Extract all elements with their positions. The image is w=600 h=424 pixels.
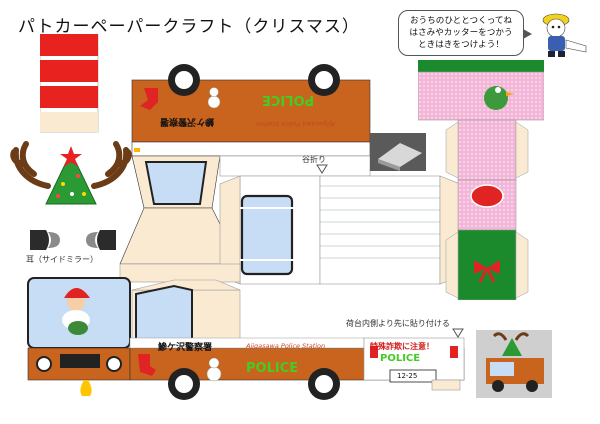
striped-chimney-part (40, 34, 99, 133)
police-word-rear: POLICE (380, 353, 421, 364)
bubble-line-3: ときはきをつけよう！ (418, 40, 504, 50)
finished-photo (476, 330, 552, 398)
mascot-police-icon (542, 13, 587, 57)
valley-fold-arrow-icon (316, 164, 328, 174)
car-net-drawing (27, 64, 465, 400)
attach-note: 荷台内側より先に貼り付ける (346, 319, 450, 328)
station-roman-top: Ajigasawa Police Station (256, 120, 336, 128)
police-word-bottom: POLICE (246, 361, 299, 376)
page-title: パトカーペーパークラフト（クリスマス） (18, 17, 360, 37)
ears-side-mirror-part (30, 230, 116, 250)
license-plate: 12-25 (397, 372, 418, 380)
station-roman-bottom: Ajigasawa Police Station (246, 342, 326, 350)
instruction-bubble: おうちのひととつくってね はさみやカッターをつかう ときはきをつけよう！ (398, 10, 532, 56)
antlers-tree-part (10, 141, 132, 205)
ears-caption: 耳（サイドミラー） (26, 255, 98, 264)
bubble-line-1: おうちのひととつくってね (409, 16, 513, 26)
police-word-top: POLICE (262, 92, 315, 107)
station-name-top: 鰺ケ沢警察署 (160, 116, 215, 126)
assembly-photo-gray (370, 133, 426, 171)
station-name-bottom: 鰺ケ沢警察署 (158, 343, 213, 353)
fraud-warning: 特殊詐欺に注意！ (370, 342, 434, 351)
valley-fold-label: 谷折り (302, 155, 326, 164)
trailer-net-drawing (418, 60, 544, 300)
attach-arrow-icon (452, 328, 464, 338)
bubble-line-2: はさみやカッターをつかう (409, 28, 513, 38)
